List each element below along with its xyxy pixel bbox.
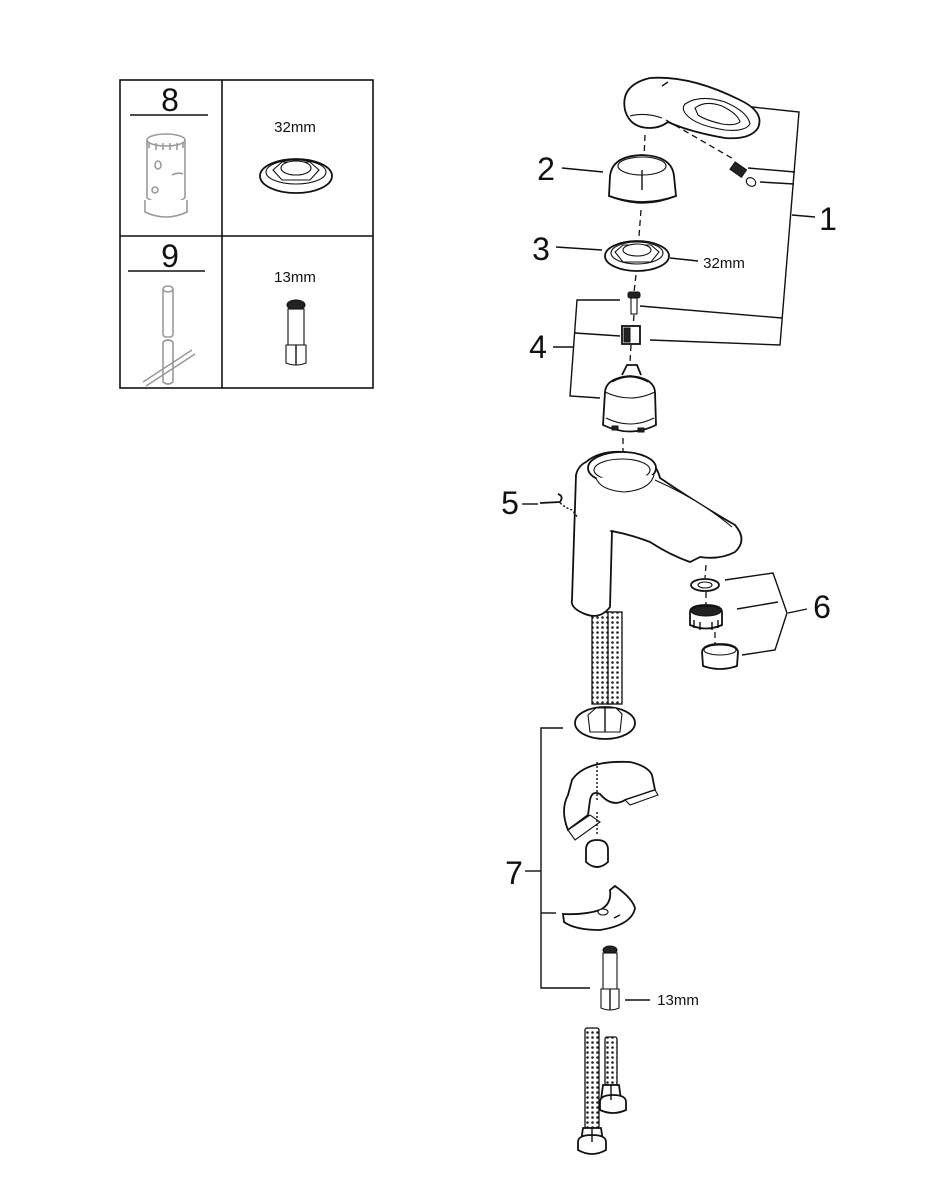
part-cover-cap xyxy=(608,134,677,204)
callout-2: 2 xyxy=(537,151,604,187)
part-mounting-set xyxy=(561,706,659,1011)
tool-number-8: 8 xyxy=(161,82,179,118)
part-aerator xyxy=(689,564,739,670)
size-label-13mm: 13mm xyxy=(657,992,699,1009)
size-label-32mm: 32mm xyxy=(274,119,316,136)
callout-6: 6 xyxy=(724,572,831,656)
callout-5: 5 xyxy=(501,485,538,521)
cartridge-screw-icon xyxy=(627,291,641,315)
part-lever-handle xyxy=(623,76,761,187)
mounting-bracket-icon xyxy=(561,884,636,931)
size-label-32mm: 32mm xyxy=(703,255,745,272)
callout-number-3: 3 xyxy=(532,231,550,267)
set-screw-icon xyxy=(729,161,748,178)
threaded-stud-icon xyxy=(600,945,620,1011)
chain-weight-icon xyxy=(585,839,609,868)
callout-number-6: 6 xyxy=(813,589,831,625)
cartridge-socket-wrench-icon xyxy=(144,133,188,218)
part-pop-up-rod xyxy=(539,493,579,519)
tool-table: 8 32mm 9 xyxy=(119,79,374,389)
part-cartridge-nut xyxy=(604,209,670,272)
part-cartridge xyxy=(602,274,657,465)
callout-3: 3 32mm xyxy=(532,231,745,272)
part-faucet-body xyxy=(570,450,743,705)
t-handle-socket-wrench-icon xyxy=(142,285,196,387)
gasket-ring-icon xyxy=(574,706,636,740)
part-flexible-hoses xyxy=(577,1027,627,1155)
threaded-stud-icon xyxy=(285,299,307,366)
callout-number-5: 5 xyxy=(501,485,519,521)
screw-cap-icon xyxy=(745,177,757,187)
flexible-hoses-upper xyxy=(591,611,623,705)
callout-number-1: 1 xyxy=(819,201,837,237)
callout-1: 1 xyxy=(639,106,837,346)
cartridge-nut-icon xyxy=(259,158,333,194)
callout-number-2: 2 xyxy=(537,151,555,187)
callout-number-7: 7 xyxy=(505,855,523,891)
tool-size-row-8: 32mm xyxy=(259,119,333,194)
tool-size-row-9: 13mm xyxy=(274,269,316,366)
size-label-13mm: 13mm xyxy=(274,269,316,286)
adapter-icon xyxy=(621,325,641,345)
tool-row-9: 9 xyxy=(128,238,205,387)
callout-number-4: 4 xyxy=(529,329,547,365)
tool-number-9: 9 xyxy=(161,238,179,274)
callout-7: 7 13mm xyxy=(505,727,699,1009)
tool-row-8: 8 xyxy=(130,82,208,218)
countertop-section-icon xyxy=(563,760,659,841)
callout-4: 4 xyxy=(529,299,621,399)
